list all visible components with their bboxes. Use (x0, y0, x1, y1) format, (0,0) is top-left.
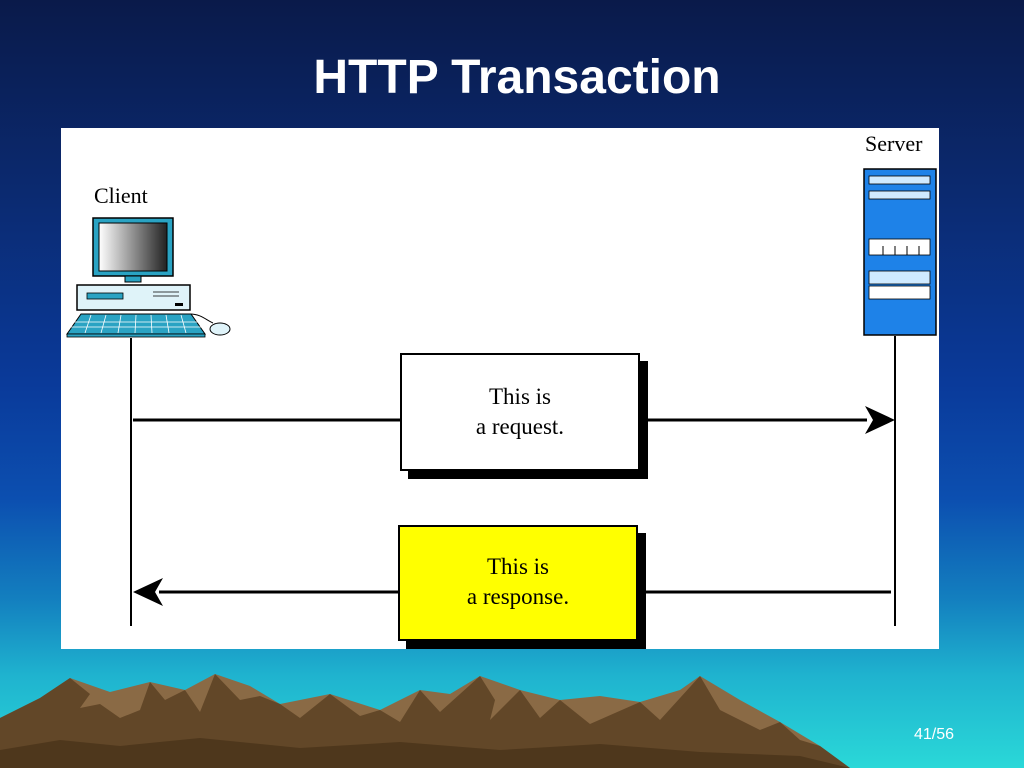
server-icon (863, 168, 937, 336)
response-box: This is a response. (398, 525, 638, 641)
client-computer-icon (66, 217, 231, 338)
http-transaction-diagram: Client Server This is a request. This is… (61, 128, 939, 649)
diagram-graphics (66, 168, 937, 626)
slide-title: HTTP Transaction (313, 51, 721, 104)
mountain-range-decoration (0, 674, 850, 768)
request-box-line1: This is (489, 384, 551, 409)
request-box-line2: a request. (475, 414, 565, 439)
page-number: 41/56 (914, 726, 955, 743)
response-box-line2: a response. (466, 584, 570, 609)
request-arrow (133, 406, 895, 434)
response-box-line1: This is (487, 554, 549, 579)
server-label: Server (865, 131, 923, 156)
response-arrow (133, 578, 891, 606)
request-box: This is a request. (400, 353, 640, 471)
client-label: Client (94, 183, 148, 208)
